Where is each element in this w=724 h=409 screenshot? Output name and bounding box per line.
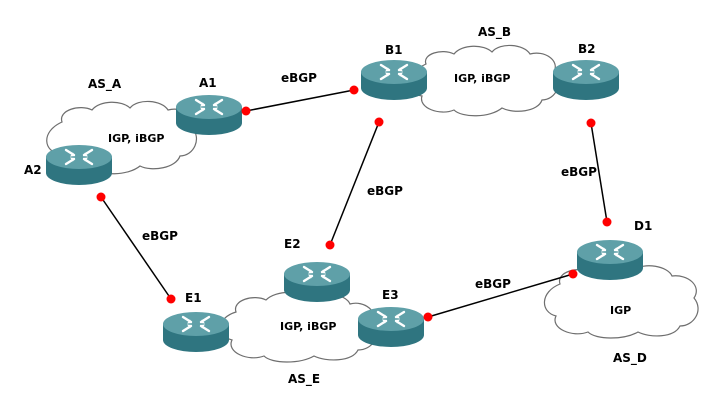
router-e3-icon[interactable] — [356, 305, 426, 349]
port-e3 — [423, 312, 433, 322]
router-b1-icon[interactable] — [359, 58, 429, 102]
router-e1-icon[interactable] — [161, 310, 231, 354]
link-b1-e2 — [329, 121, 380, 246]
port-a2 — [96, 192, 106, 202]
router-a2-label: A2 — [24, 163, 42, 177]
link-b2-d1 — [590, 122, 608, 223]
link-label-b1-e2: eBGP — [367, 184, 403, 198]
link-a2-e1 — [100, 196, 172, 300]
router-b2-label: B2 — [578, 42, 596, 56]
link-e3-d1 — [427, 273, 574, 318]
as-a-protocols: IGP, iBGP — [108, 132, 164, 145]
router-a1-label: A1 — [199, 76, 217, 90]
port-b1-south — [374, 117, 384, 127]
port-e1 — [166, 294, 176, 304]
as-a-label: AS_A — [88, 77, 122, 92]
link-label-a1-b1: eBGP — [281, 71, 317, 85]
router-b1-label: B1 — [385, 43, 403, 57]
as-e-protocols: IGP, iBGP — [280, 320, 336, 333]
port-d1-north — [602, 217, 612, 227]
link-label-b2-d1: eBGP — [561, 165, 597, 179]
link-label-e3-d1: eBGP — [475, 277, 511, 291]
link-label-a2-e1: eBGP — [142, 229, 178, 243]
as-b-label: AS_B — [478, 25, 511, 40]
router-a2-icon[interactable] — [44, 143, 114, 187]
port-a1 — [241, 106, 251, 116]
port-b2 — [586, 118, 596, 128]
as-b-protocols: IGP, iBGP — [454, 72, 510, 85]
router-a1-icon[interactable] — [174, 93, 244, 137]
port-e2 — [325, 240, 335, 250]
router-e1-label: E1 — [185, 291, 202, 305]
router-e2-icon[interactable] — [282, 260, 352, 304]
router-e3-label: E3 — [382, 288, 399, 302]
as-e-label: AS_E — [288, 372, 320, 387]
port-b1-west — [349, 85, 359, 95]
router-e2-label: E2 — [284, 237, 301, 251]
port-d1-west — [568, 269, 578, 279]
link-a1-b1 — [245, 89, 355, 112]
as-d-protocols: IGP — [610, 304, 631, 317]
port-dots — [96, 85, 612, 322]
router-d1-label: D1 — [634, 219, 652, 233]
router-b2-icon[interactable] — [551, 58, 621, 102]
router-d1-icon[interactable] — [575, 238, 645, 282]
as-d-label: AS_D — [613, 351, 647, 366]
